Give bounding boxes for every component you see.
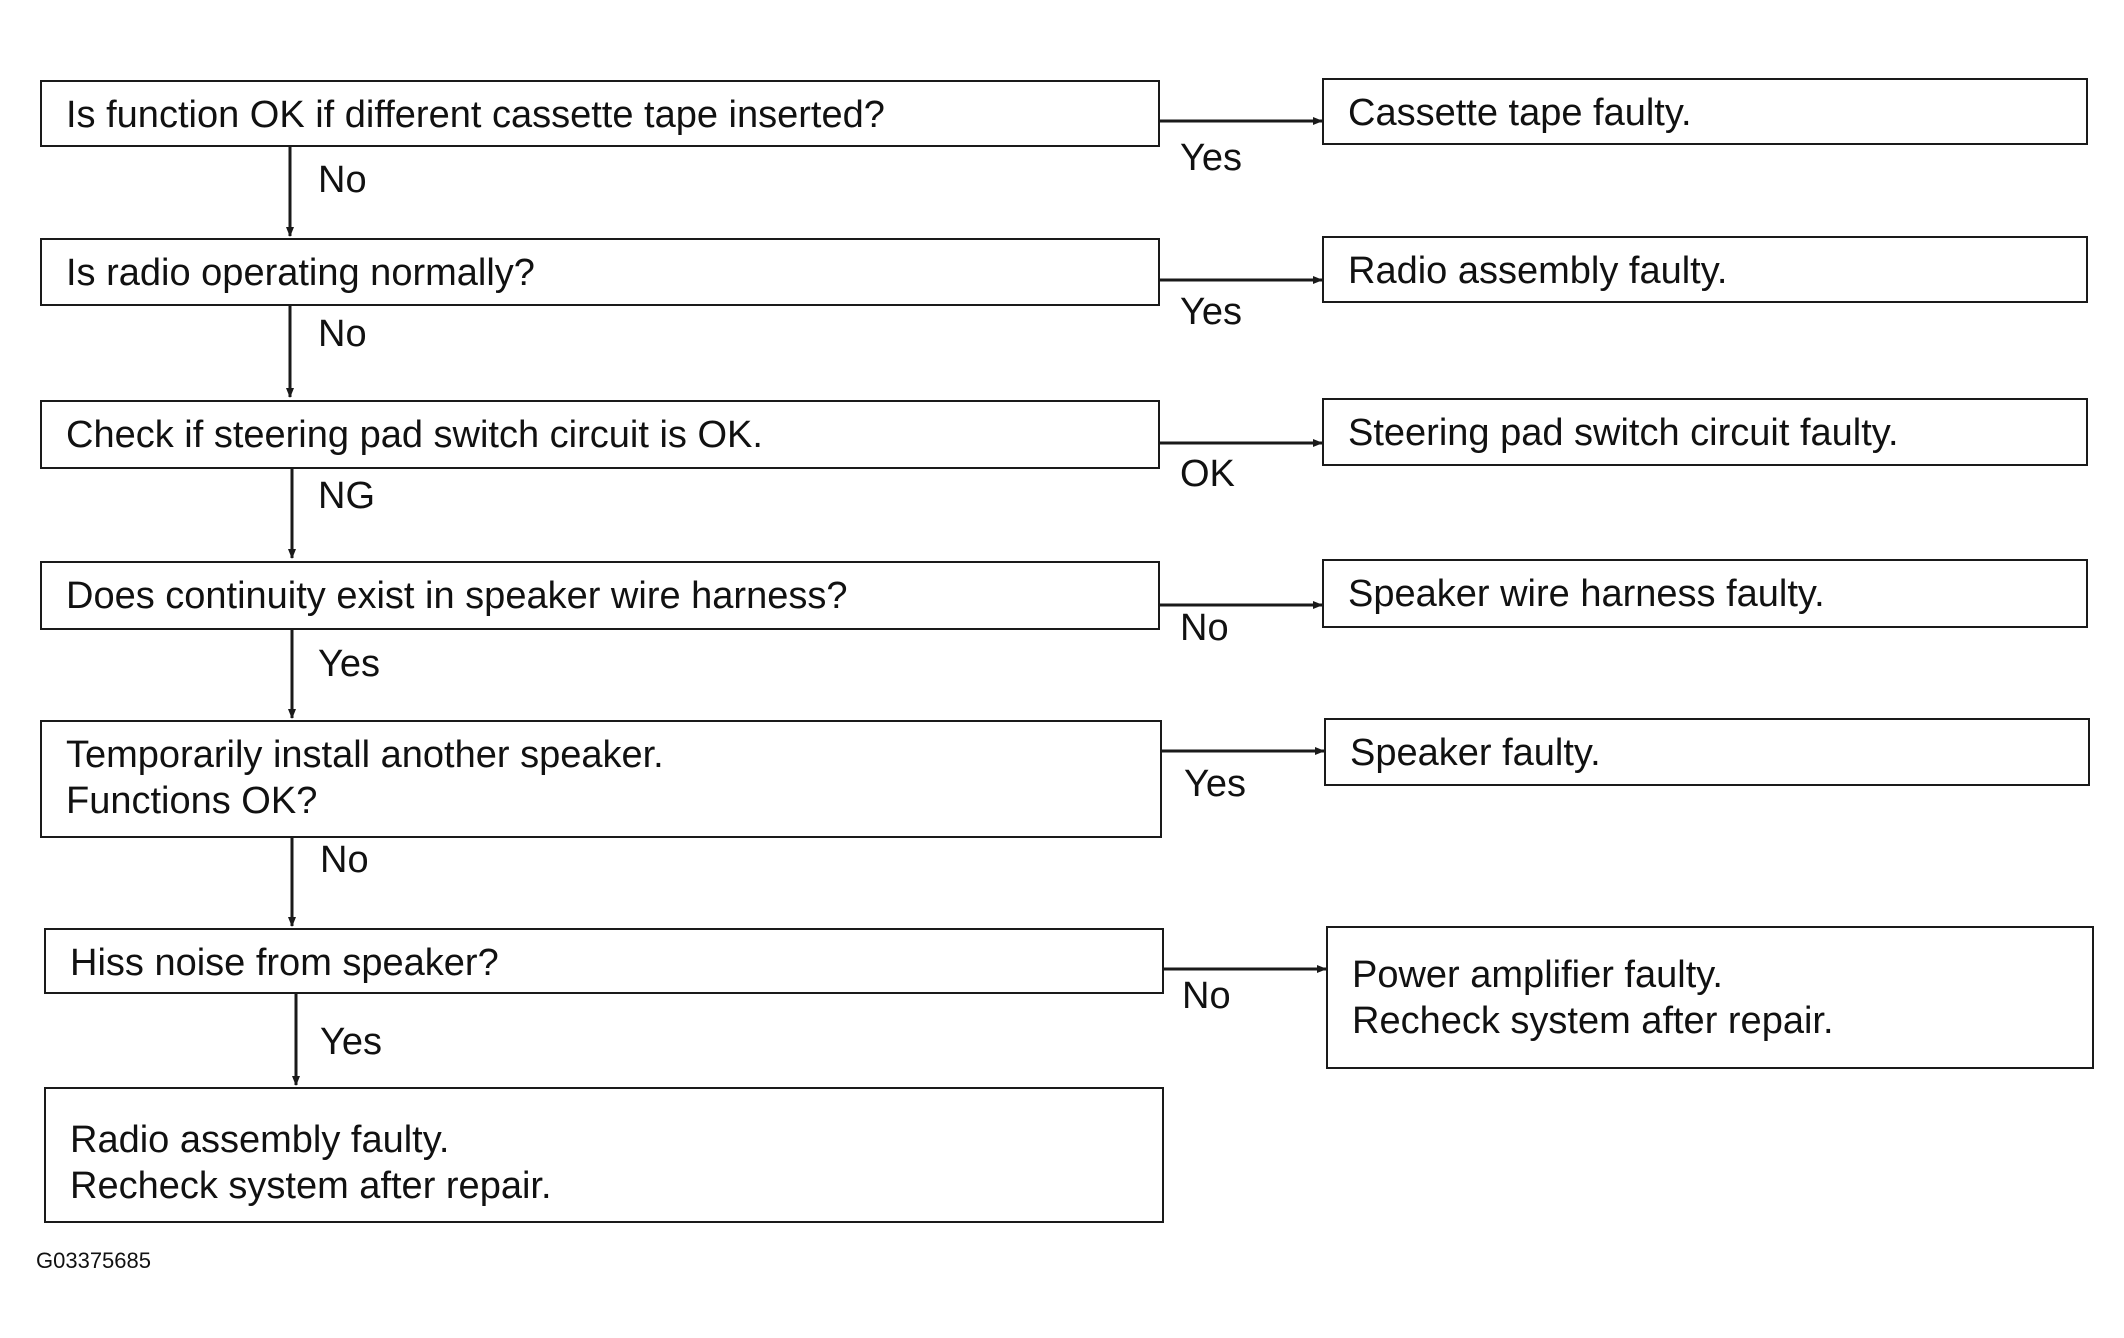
result-text-6-line-2: Recheck system after repair. [1352, 1000, 1834, 1042]
figure-id: G03375685 [36, 1248, 151, 1273]
question-text-3: Check if steering pad switch circuit is … [66, 414, 763, 456]
right-label-2: Yes [1180, 291, 1242, 333]
result-text-5: Speaker faulty. [1350, 732, 1601, 774]
result-box-4: Speaker wire harness faulty. [1322, 559, 2088, 628]
final-result-box: Radio assembly faulty. Recheck system af… [44, 1087, 1164, 1223]
question-text-6: Hiss noise from speaker? [70, 942, 499, 984]
result-text-3: Steering pad switch circuit faulty. [1348, 412, 1899, 454]
right-label-4: No [1180, 607, 1229, 649]
down-label-2: No [318, 313, 367, 355]
result-text-2: Radio assembly faulty. [1348, 250, 1728, 292]
down-label-4: Yes [318, 643, 380, 685]
right-label-6: No [1182, 975, 1231, 1017]
right-label-3: OK [1180, 453, 1235, 495]
result-box-3: Steering pad switch circuit faulty. [1322, 398, 2088, 466]
question-text-2: Is radio operating normally? [66, 252, 535, 294]
question-text-4: Does continuity exist in speaker wire ha… [66, 575, 848, 617]
question-text-5-line-1: Temporarily install another speaker. [66, 734, 664, 776]
final-result-line-1: Radio assembly faulty. [70, 1119, 450, 1161]
down-label-5: No [320, 839, 369, 881]
question-text-5-line-2: Functions OK? [66, 780, 318, 822]
result-text-4: Speaker wire harness faulty. [1348, 573, 1825, 615]
question-box-2: Is radio operating normally? [40, 238, 1160, 306]
result-text-6-line-1: Power amplifier faulty. [1352, 954, 1723, 996]
down-label-1: No [318, 159, 367, 201]
right-label-5: Yes [1184, 763, 1246, 805]
down-label-6: Yes [320, 1021, 382, 1063]
result-box-6: Power amplifier faulty. Recheck system a… [1326, 926, 2094, 1069]
result-box-2: Radio assembly faulty. [1322, 236, 2088, 303]
question-box-5: Temporarily install another speaker. Fun… [40, 720, 1162, 838]
result-box-1: Cassette tape faulty. [1322, 78, 2088, 145]
question-box-1: Is function OK if different cassette tap… [40, 80, 1160, 147]
question-box-6: Hiss noise from speaker? [44, 928, 1164, 994]
result-text-1: Cassette tape faulty. [1348, 92, 1692, 134]
down-label-3: NG [318, 475, 375, 517]
question-box-4: Does continuity exist in speaker wire ha… [40, 561, 1160, 630]
question-text-1: Is function OK if different cassette tap… [66, 94, 885, 136]
result-box-5: Speaker faulty. [1324, 718, 2090, 786]
right-label-1: Yes [1180, 137, 1242, 179]
question-box-3: Check if steering pad switch circuit is … [40, 400, 1160, 469]
final-result-line-2: Recheck system after repair. [70, 1165, 552, 1207]
